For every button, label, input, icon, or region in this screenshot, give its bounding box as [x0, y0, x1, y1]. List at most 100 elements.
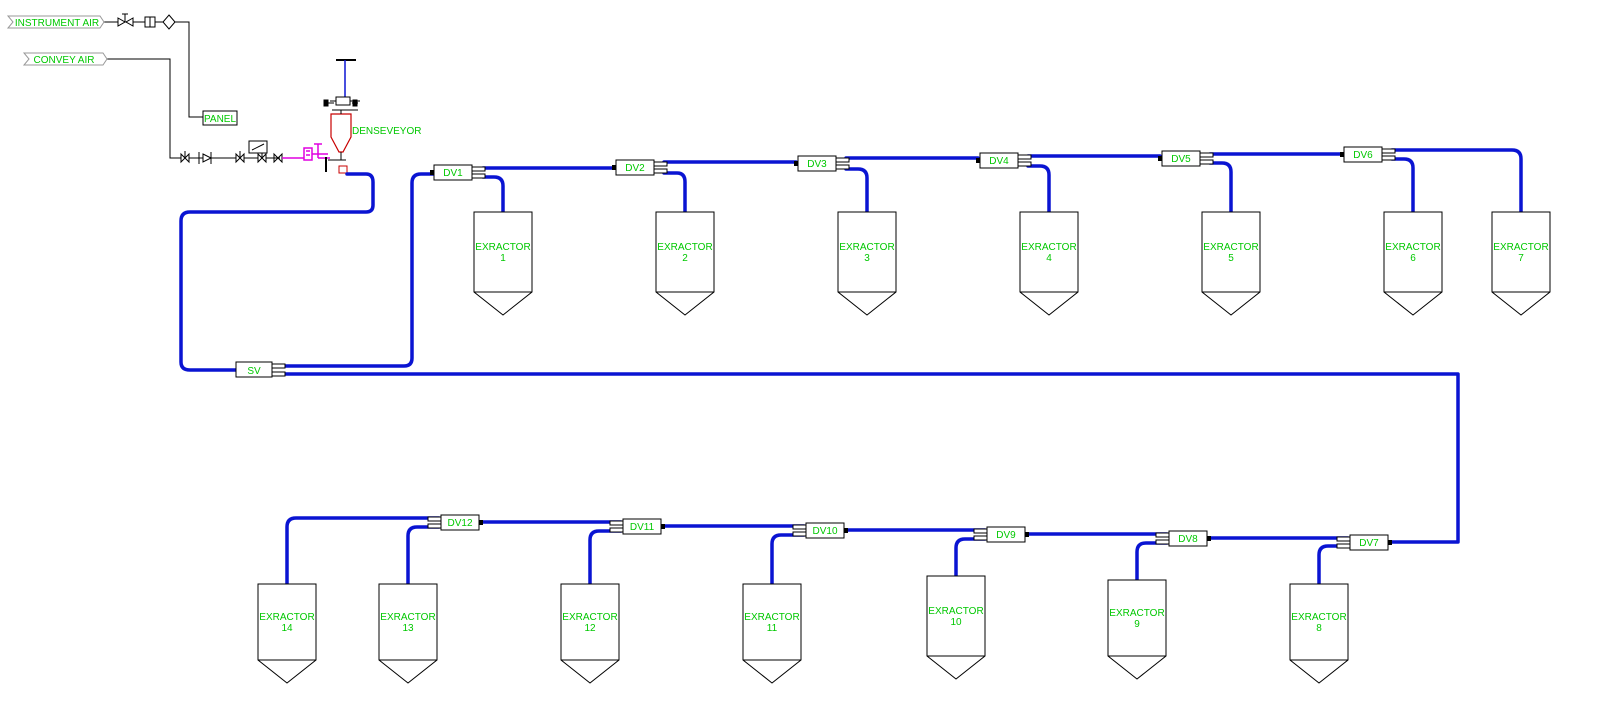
extractor-label: EXRACTOR — [1493, 242, 1548, 253]
extractor-number: 11 — [767, 623, 778, 634]
pipe-dv6-ex7 — [1390, 148, 1523, 214]
pipe-dv1-ex1 — [481, 175, 505, 214]
magenta-air-inlet — [282, 143, 330, 161]
diverter-valve-dv7: DV7 — [1336, 534, 1392, 551]
diverter-valve-dv4: DV4 — [976, 152, 1032, 169]
pipe-dv11-ex12 — [588, 529, 623, 586]
convey-air-label: CONVEY AIR — [34, 55, 95, 66]
extractor-label: EXRACTOR — [1021, 242, 1076, 253]
diverter-label: DV4 — [989, 156, 1009, 167]
convey-air-valve-icon — [180, 151, 190, 164]
pipe-sv-to-dv7 — [283, 372, 1460, 544]
switch-valve: SV — [235, 361, 286, 378]
pipe-dv3-ex3 — [844, 167, 869, 214]
extractor-number: 9 — [1134, 619, 1140, 630]
diverter-label: DV2 — [625, 163, 645, 174]
denseveyor-label: DENSEVEYOR — [352, 126, 421, 137]
diverter-label: DV1 — [443, 168, 463, 179]
check-valve-icon — [198, 152, 213, 164]
diverter-valve-dv1: DV1 — [430, 164, 486, 181]
extractor-number: 4 — [1046, 253, 1052, 264]
extractor-label: EXRACTOR — [839, 242, 894, 253]
pipe-dv9-ex10 — [954, 537, 987, 578]
extractor-label: EXRACTOR — [744, 612, 799, 623]
extractor-label: EXRACTOR — [928, 606, 983, 617]
pipe-dv8-ex9 — [1135, 541, 1169, 582]
diverter-label: DV8 — [1178, 534, 1198, 545]
diverter-label: DV7 — [1359, 538, 1379, 549]
extractor-number: 1 — [500, 253, 506, 264]
pipe-dv7-ex8 — [1317, 544, 1350, 586]
lubricator-icon — [162, 14, 176, 30]
extractor-number: 7 — [1518, 253, 1524, 264]
shutoff-valve-icon — [235, 151, 245, 164]
diverter-label: DV6 — [1353, 150, 1373, 161]
filter-regulator-icon — [144, 16, 156, 28]
pipe-dv10-ex11 — [770, 533, 806, 586]
diverter-valve-dv5: DV5 — [1158, 150, 1214, 167]
instrument-air-line-4 — [175, 21, 203, 118]
extractor-number: 10 — [950, 617, 962, 628]
extractor-label: EXRACTOR — [1291, 612, 1346, 623]
extractor-number: 5 — [1228, 253, 1234, 264]
pipe-dv2-ex2 — [662, 171, 687, 214]
control-valve-icon — [248, 140, 268, 164]
instrument-air-tag: INSTRUMENT AIR — [6, 15, 105, 29]
extractor-label: EXRACTOR — [657, 242, 712, 253]
diverter-label: DV11 — [630, 522, 655, 533]
extractor-label: EXRACTOR — [1203, 242, 1258, 253]
diverter-label: DV3 — [807, 159, 827, 170]
diverter-valve-dv9: DV9 — [973, 526, 1029, 543]
diverter-valve-dv10: DV10 — [792, 522, 848, 539]
diverter-label: DV9 — [996, 530, 1016, 541]
extractor-number: 2 — [682, 253, 688, 264]
pipe-dv12-ex13 — [406, 525, 441, 586]
diverter-valve-dv6: DV6 — [1340, 146, 1396, 163]
diverter-label: DV5 — [1171, 154, 1191, 165]
pipe-dv5-ex5 — [1208, 161, 1233, 214]
pipe-dv4-ex4 — [1026, 164, 1051, 214]
extractor-number: 3 — [864, 253, 870, 264]
diverter-label: DV12 — [447, 518, 472, 529]
extractor-label: EXRACTOR — [1385, 242, 1440, 253]
diverter-valve-dv8: DV8 — [1155, 530, 1211, 547]
diverter-valve-dv2: DV2 — [612, 159, 668, 176]
diverter-valve-dv12: DV12 — [427, 514, 483, 531]
diverter-valve-dv3: DV3 — [794, 155, 850, 172]
panel-box: PANEL — [202, 110, 238, 126]
denseveyor-vessel — [323, 60, 360, 174]
instrument-air-label: INSTRUMENT AIR — [15, 18, 99, 29]
extractor-number: 8 — [1316, 623, 1322, 634]
instrument-air-valve-icon — [117, 13, 134, 27]
extractor-label: EXRACTOR — [562, 612, 617, 623]
extractor-label: EXRACTOR — [380, 612, 435, 623]
extractor-number: 13 — [402, 623, 414, 634]
extractor-number: 12 — [584, 623, 596, 634]
pipe-feed-to-sv — [179, 172, 375, 372]
diverter-valve-dv11: DV11 — [609, 518, 665, 535]
pipe-dv12-ex14 — [285, 516, 441, 586]
convey-air-line — [107, 58, 181, 159]
extractor-number: 14 — [281, 623, 293, 634]
switch-valve-label: SV — [247, 366, 261, 377]
extractor-number: 6 — [1410, 253, 1416, 264]
pipe-sv-to-dv1 — [283, 172, 440, 368]
pipe-dv6-ex6 — [1390, 157, 1415, 214]
convey-air-tag: CONVEY AIR — [22, 52, 108, 66]
panel-label: PANEL — [204, 114, 236, 125]
diverter-label: DV10 — [812, 526, 837, 537]
